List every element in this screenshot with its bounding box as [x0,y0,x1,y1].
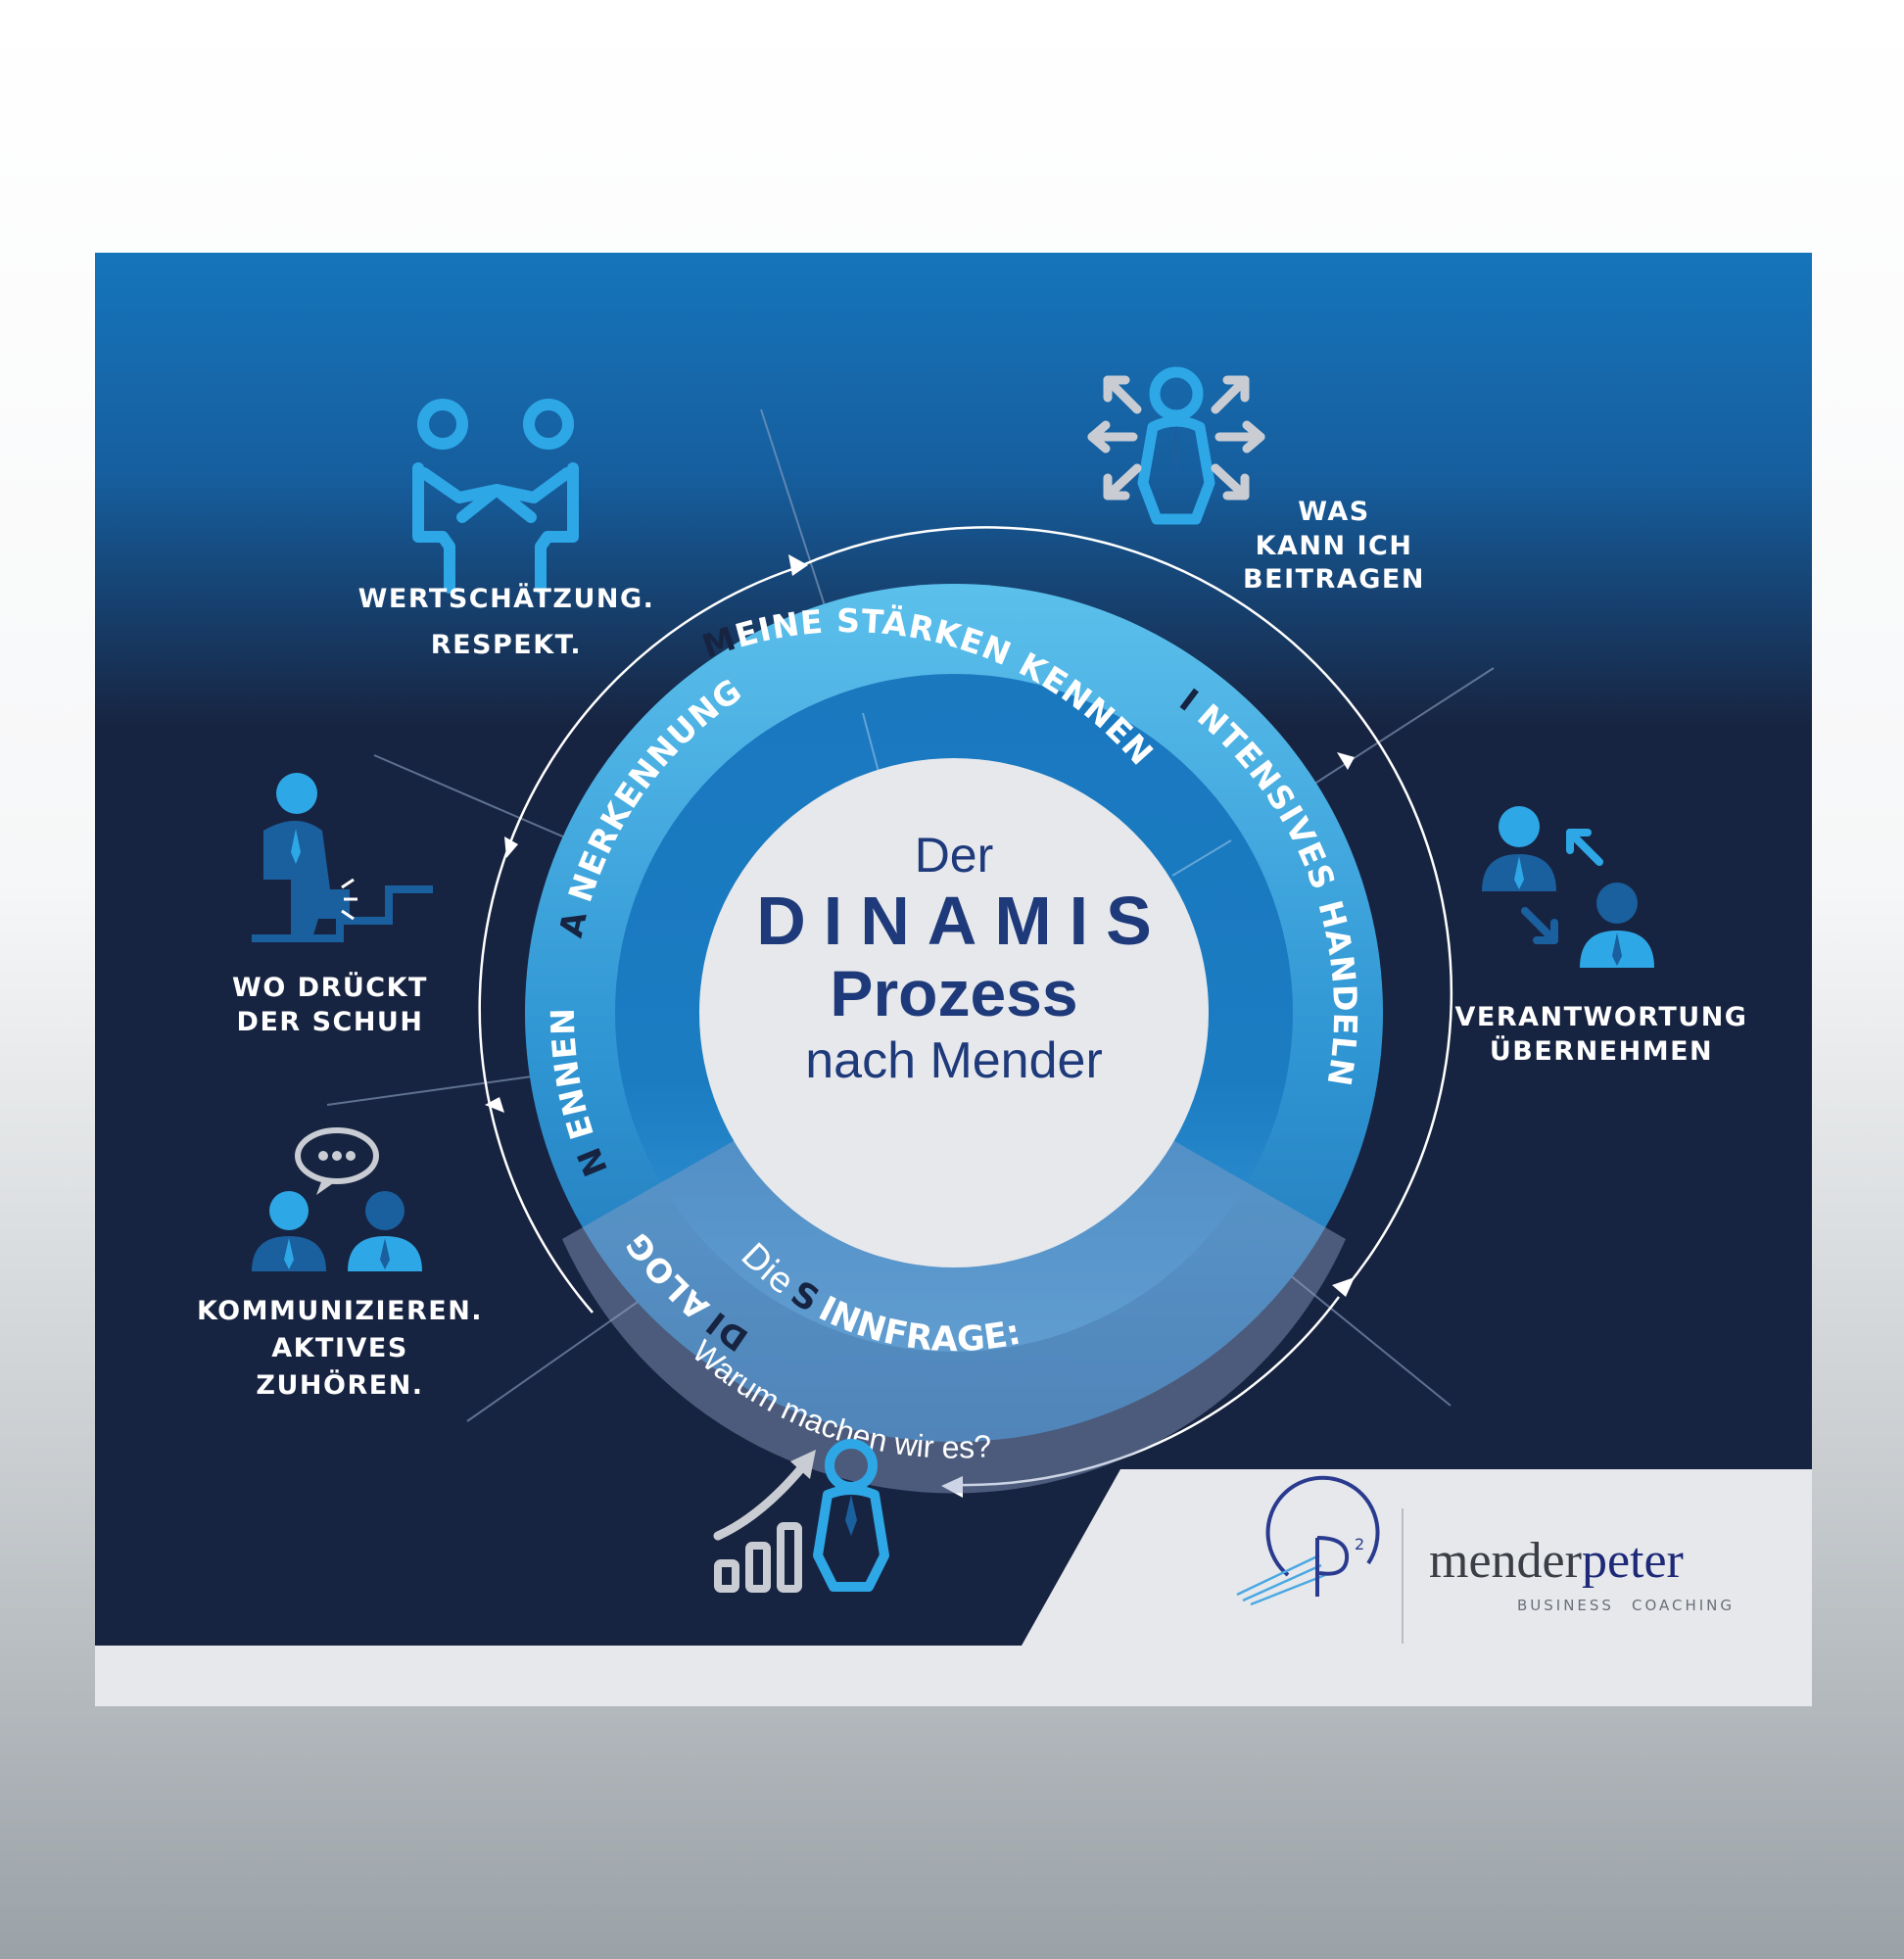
title-der: Der [914,828,994,883]
dinamis-poster: MEINE STÄRKEN KENNEN INTENSIVES HANDELN … [95,253,1812,1706]
growth-chart-person-icon [713,1439,889,1593]
center-disc [699,758,1209,1267]
title-dinamis: DINAMIS [756,883,1169,959]
cycle-arrowheads [485,554,1355,1498]
label-wertschaetzung: WERTSCHÄTZUNG.RESPEKT. [357,584,655,661]
sinnfrage-segment [562,1134,1346,1494]
logo-panel [1022,1469,1812,1646]
logo-wordmark: menderpeter [1429,1533,1684,1589]
logo-brand-light: peter [1582,1533,1684,1589]
swap-people-icon [1482,806,1654,968]
letter-badges [872,611,915,654]
handshake-icon [412,399,579,594]
process-cycle-arrows [478,526,1453,1487]
logo-tagline: BUSINESS COACHING [1517,1597,1735,1614]
chat-people-icon [252,1127,422,1271]
center-title: Der DINAMIS Prozess nach Mender [699,827,1209,1093]
poster-graphic: MEINE STÄRKEN KENNEN INTENSIVES HANDELN … [95,253,1812,1706]
p2-logo-mark: 2 [1236,1475,1380,1606]
leader-arrows-icon [1087,366,1265,525]
title-nach-mender: nach Mender [805,1032,1103,1089]
logo-tagline-2: COACHING [1632,1597,1735,1614]
logo-exponent: 2 [1355,1535,1364,1553]
stair-block-icon [252,773,433,942]
logo-tagline-1: BUSINESS [1517,1597,1614,1614]
logo-brand-dark: mender [1429,1533,1582,1589]
title-prozess: Prozess [830,957,1078,1029]
